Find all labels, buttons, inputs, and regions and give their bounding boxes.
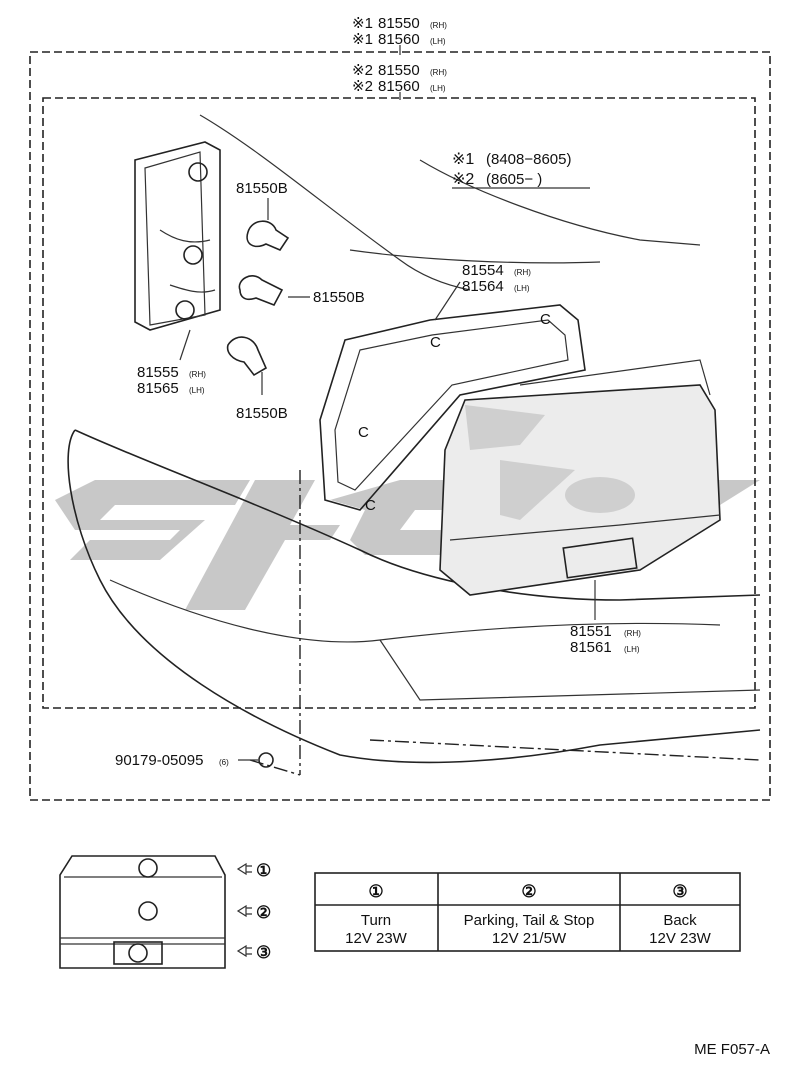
assembly-label-1: ※1 81550 (RH) bbox=[352, 15, 447, 32]
svg-text:※1: ※1 bbox=[352, 31, 373, 48]
production-note-1: ※1 (8408−8605) bbox=[452, 151, 572, 168]
bulb-top-label: 81550B bbox=[236, 180, 288, 197]
table-header-1: ① bbox=[368, 882, 383, 901]
table-cell-back-name: Back bbox=[663, 912, 697, 929]
svg-text:81561: 81561 bbox=[570, 639, 612, 656]
table-cell-turn-spec: 12V 23W bbox=[345, 930, 408, 947]
svg-text:81550: 81550 bbox=[378, 62, 420, 79]
table-header-2: ② bbox=[521, 882, 536, 901]
gasket-clip-label-2: C bbox=[430, 334, 441, 351]
svg-text:(RH): (RH) bbox=[430, 21, 447, 30]
svg-text:(LH): (LH) bbox=[624, 645, 640, 654]
svg-text:※1: ※1 bbox=[352, 15, 373, 32]
svg-text:81564: 81564 bbox=[462, 278, 504, 295]
socket-lh-label: 81565 (LH) bbox=[137, 380, 205, 397]
car-body-outline bbox=[67, 114, 761, 776]
gasket-clip-label-3: C bbox=[358, 424, 369, 441]
lens-lh-label: 81561 (LH) bbox=[570, 639, 640, 656]
nut-illustration bbox=[238, 752, 274, 768]
bulb-top-illustration bbox=[246, 220, 290, 251]
socket-assembly-illustration bbox=[134, 141, 221, 331]
svg-text:90179-05095: 90179-05095 bbox=[115, 752, 203, 769]
socket-rh-label: 81555 (RH) bbox=[137, 364, 206, 381]
gasket-illustration bbox=[319, 304, 586, 511]
lamp-marker-1: ① bbox=[236, 861, 271, 880]
table-cell-tail-name: Parking, Tail & Stop bbox=[464, 912, 595, 929]
svg-text:81551: 81551 bbox=[570, 623, 612, 640]
bulb-spec-table bbox=[314, 872, 741, 952]
svg-text:81560: 81560 bbox=[378, 78, 420, 95]
svg-text:※2: ※2 bbox=[352, 78, 373, 95]
bulb-bottom-illustration bbox=[226, 336, 268, 395]
svg-text:※1: ※1 bbox=[452, 151, 474, 168]
assembly-box-inner bbox=[42, 97, 756, 709]
assembly-label-2: ※1 81560 (LH) bbox=[352, 31, 446, 48]
lamp-marker-2: ② bbox=[236, 903, 271, 922]
svg-text:(LH): (LH) bbox=[189, 386, 205, 395]
table-cell-tail-spec: 12V 21/5W bbox=[492, 930, 567, 947]
svg-text:81550: 81550 bbox=[378, 15, 420, 32]
gasket-lh-label: 81564 (LH) bbox=[462, 278, 530, 295]
svg-text:(RH): (RH) bbox=[624, 629, 641, 638]
bulb-mid-illustration bbox=[238, 275, 310, 307]
lamp-marker-3: ③ bbox=[236, 943, 271, 962]
svg-text:(LH): (LH) bbox=[430, 84, 446, 93]
lamp-position-schematic bbox=[59, 855, 226, 969]
gasket-clip-label-1: C bbox=[540, 311, 551, 328]
gasket-rh-label: 81554 (RH) bbox=[462, 262, 531, 279]
svg-text:(RH): (RH) bbox=[430, 68, 447, 77]
assembly-label-3: ※2 81550 (RH) bbox=[352, 62, 447, 79]
bulb-bottom-label: 81550B bbox=[236, 405, 288, 422]
svg-text:(6): (6) bbox=[219, 758, 229, 767]
production-note-2: ※2 (8605− ) bbox=[452, 171, 542, 188]
leader-lines bbox=[179, 45, 461, 361]
svg-text:※2: ※2 bbox=[452, 171, 474, 188]
assembly-label-4: ※2 81560 (LH) bbox=[352, 78, 446, 95]
svg-text:③: ③ bbox=[256, 943, 271, 962]
svg-text:②: ② bbox=[256, 903, 271, 922]
svg-text:①: ① bbox=[256, 861, 271, 880]
svg-text:(LH): (LH) bbox=[430, 37, 446, 46]
svg-text:(8408−8605): (8408−8605) bbox=[486, 151, 572, 168]
table-header-3: ③ bbox=[672, 882, 687, 901]
table-cell-turn-name: Turn bbox=[361, 912, 391, 929]
svg-text:(8605− ): (8605− ) bbox=[486, 171, 542, 188]
svg-text:(RH): (RH) bbox=[189, 370, 206, 379]
svg-text:(RH): (RH) bbox=[514, 268, 531, 277]
svg-text:81565: 81565 bbox=[137, 380, 179, 397]
rear-lamp-illustration bbox=[439, 359, 721, 620]
svg-text:※2: ※2 bbox=[352, 62, 373, 79]
svg-text:81554: 81554 bbox=[462, 262, 504, 279]
table-cell-back-spec: 12V 23W bbox=[649, 930, 712, 947]
bulb-mid-label: 81550B bbox=[313, 289, 365, 306]
svg-text:81555: 81555 bbox=[137, 364, 179, 381]
lens-rh-label: 81551 (RH) bbox=[570, 623, 641, 640]
figure-id: ME F057-A bbox=[694, 1041, 770, 1058]
gasket-clip-label-4: C bbox=[365, 497, 376, 514]
svg-text:(LH): (LH) bbox=[514, 284, 530, 293]
nut-label: 90179-05095 (6) bbox=[115, 752, 229, 769]
svg-text:81560: 81560 bbox=[378, 31, 420, 48]
